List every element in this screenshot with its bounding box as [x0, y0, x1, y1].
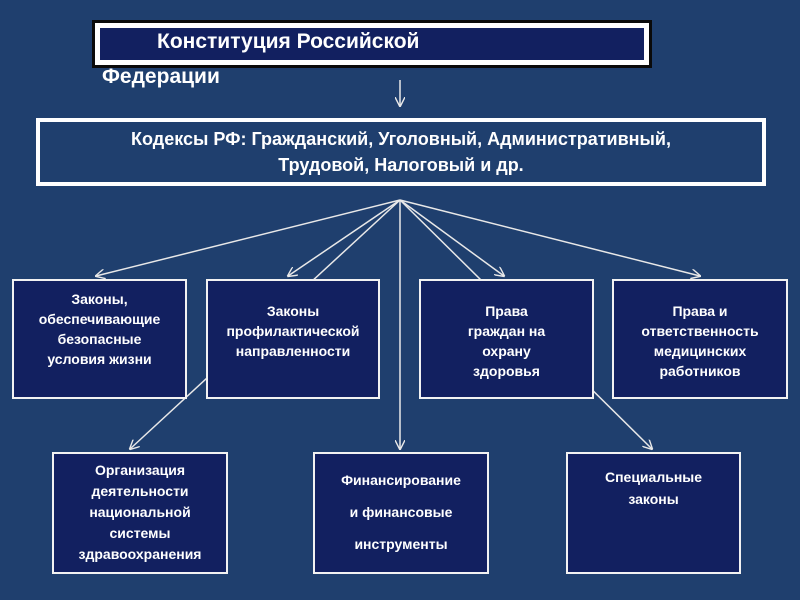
- node-text-line: Специальные: [604, 469, 703, 485]
- constitution-box-fill: [100, 28, 644, 60]
- node-text-line: здравоохранения: [78, 546, 202, 562]
- node-text-line: инструменты: [354, 536, 448, 552]
- constitution-title-line1: Конституция Российской: [157, 30, 420, 53]
- arrow-codes-to-preventive: [288, 199, 401, 276]
- node-text-line: охрану: [482, 343, 531, 359]
- constitution-box: [92, 20, 652, 68]
- node-text-line: ответственность: [641, 323, 759, 339]
- node-special-laws: Специальные законы: [566, 452, 741, 574]
- node-text-line: и финансовые: [349, 504, 453, 520]
- node-preventive-laws: Законы профилактической направленности: [206, 279, 380, 399]
- codes-line2: Трудовой, Налоговый и др.: [278, 155, 524, 175]
- node-text-line: работников: [659, 363, 741, 379]
- arrow-codes-to-safe-living: [96, 199, 401, 276]
- node-text-line: Права: [485, 303, 528, 319]
- node-text-line: Организация: [94, 462, 186, 478]
- node-text-line: медицинских: [653, 343, 747, 359]
- node-healthcare-organization: Организация деятельности национальной си…: [52, 452, 228, 574]
- node-citizens-health-rights: Права граждан на охрану здоровья: [419, 279, 594, 399]
- node-medical-workers-rights: Права и ответственность медицинских рабо…: [612, 279, 788, 399]
- constitution-title-line2: Федерации: [102, 65, 220, 88]
- codes-line1: Кодексы РФ: Гражданский, Уголовный, Адми…: [131, 129, 671, 149]
- node-text-line: Законы,: [71, 291, 128, 307]
- node-text-line: системы: [109, 525, 171, 541]
- arrow-codes-to-medical-workers: [399, 199, 700, 276]
- codes-box: Кодексы РФ: Гражданский, Уголовный, Адми…: [36, 118, 766, 186]
- node-text-line: законы: [628, 491, 679, 507]
- node-text-line: обеспечивающие: [38, 311, 161, 327]
- node-text-line: Права и: [672, 303, 728, 319]
- node-text-line: направленности: [235, 343, 351, 359]
- node-text-line: здоровья: [473, 363, 540, 379]
- node-text-line: Законы: [266, 303, 320, 319]
- node-financing: Финансирование и финансовые инструменты: [313, 452, 489, 574]
- node-text-line: деятельности: [91, 483, 189, 499]
- node-safe-living-laws: Законы, обеспечивающие безопасные услови…: [12, 279, 187, 399]
- node-text-line: Финансирование: [341, 472, 461, 488]
- node-text-line: национальной: [89, 504, 191, 520]
- node-text-line: профилактической: [226, 323, 360, 339]
- node-text-line: граждан на: [467, 323, 546, 339]
- arrow-codes-to-citizens-rights: [399, 199, 504, 276]
- node-text-line: условия жизни: [47, 351, 152, 367]
- node-text-line: безопасные: [57, 331, 142, 347]
